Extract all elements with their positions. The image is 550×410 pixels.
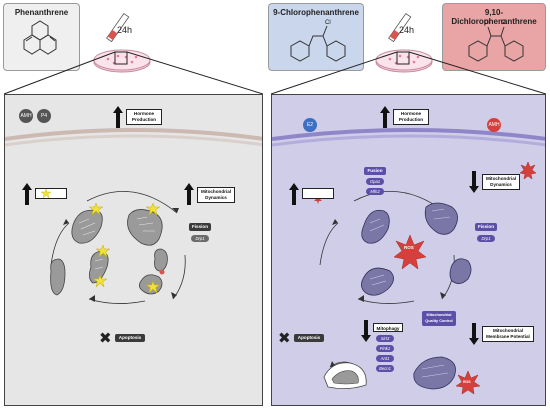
mitophagy-down-arrow-icon <box>361 320 371 342</box>
ros-box-label: ROS <box>324 192 332 196</box>
dichlorophenanthrene-structure-icon <box>468 26 524 62</box>
left-cell-membrane <box>5 128 262 304</box>
left-panel: AMH P4 Hormone Production Mitochondrial … <box>4 94 263 406</box>
ros-burst-small-top <box>519 161 537 180</box>
hormone-production-label: Hormone Production <box>126 109 162 125</box>
mitochondrion-shapes <box>50 209 168 296</box>
sirt3-gene-pill: Sirt3 <box>376 335 394 342</box>
p4-hormone-icon: P4 <box>37 109 51 123</box>
dynamics-up-arrow-icon <box>184 183 194 205</box>
phenanthrene-box: Phenanthrene <box>3 3 80 71</box>
ant1-gene-pill: Ant1 <box>376 355 394 362</box>
fission-label-right: Fission <box>475 223 497 231</box>
ros-box <box>302 188 334 199</box>
atp-up-arrow-icon <box>22 183 32 205</box>
mitochondrial-dynamics-label: Mitochondrial Dynamics <box>197 187 235 203</box>
mitochondrial-dynamics-label-right: Mitochondrial Dynamics <box>482 174 520 190</box>
ros-burst-center <box>393 234 427 270</box>
atp-burst-icon-4 <box>96 245 110 257</box>
quality-control-label: Mitochondrial Quality Control <box>422 311 456 326</box>
mfn2-gene-pill: Mfn2 <box>366 188 384 195</box>
atp-burst-icon-1 <box>41 189 51 198</box>
hormone-up-arrow-icon-right <box>380 106 390 128</box>
apoptosis-block-icon-right: ✖ <box>278 329 291 347</box>
dichlorophenanthrene-box: 9,10-Dichlorophenanthrene Cl Cl <box>442 3 546 71</box>
mitophagy-label: Mitophagy <box>373 323 403 332</box>
becn1-gene-pill: Becn1 <box>376 365 394 372</box>
dichloro-cl-label-2: Cl <box>501 20 507 26</box>
dichlorophenanthrene-title: 9,10-Dichlorophenanthrene <box>451 8 537 26</box>
amh-hormone-icon: AMH <box>19 109 33 123</box>
apoptosis-label: Apoptosis <box>115 334 145 342</box>
hormone-up-arrow-icon <box>113 106 123 128</box>
chloro-cl-label: Cl <box>325 20 331 26</box>
pink1-gene-pill: Pink1 <box>376 345 394 352</box>
right-cell-membrane <box>272 128 545 395</box>
phenanthrene-title: Phenanthrene <box>14 8 69 17</box>
atp-box <box>35 188 67 199</box>
dichloro-cl-label-1: Cl <box>484 20 490 26</box>
chlorophenanthrene-structure-icon <box>290 25 346 62</box>
chlorophenanthrene-title: 9-Chlorophenanthrene <box>273 8 359 17</box>
drp1-gene-pill-right: Drp1 <box>477 235 495 242</box>
apoptosis-block-icon: ✖ <box>99 329 112 347</box>
time-label-left: 24h <box>117 25 133 35</box>
fusion-label: Fusion <box>364 167 386 175</box>
chlorophenanthrene-box: 9-Chlorophenanthrene Cl <box>268 3 364 71</box>
right-panel: E2 AMH Hormone Production ROS Fusion Opa… <box>271 94 546 406</box>
drp1-gene-pill: Drp1 <box>191 235 209 242</box>
ros-bottom-label: ROS <box>463 380 471 384</box>
phenanthrene-structure-icon <box>23 20 57 55</box>
atp-burst-icon-2 <box>89 203 103 215</box>
dynamics-down-arrow-icon <box>469 171 479 193</box>
time-label-right: 24h <box>399 25 415 35</box>
atp-burst-icon-5 <box>93 275 107 287</box>
ros-burst-bottom <box>455 370 481 395</box>
fission-label: Fission <box>189 223 211 231</box>
amh-hormone-icon-right: AMH <box>487 118 501 132</box>
hormone-production-label-right: Hormone Production <box>393 109 429 125</box>
ros-center-label: ROS <box>404 245 414 250</box>
ros-up-arrow-icon <box>289 183 299 205</box>
opa1-gene-pill: Opa1 <box>366 178 384 185</box>
apoptosis-label-right: Apoptosis <box>294 334 324 342</box>
e2-hormone-icon: E2 <box>303 118 317 132</box>
membrane-potential-down-arrow-icon <box>469 323 479 345</box>
atp-burst-icon-6 <box>146 281 160 293</box>
membrane-potential-label: Mitochondrial Membrane Potential <box>482 326 534 342</box>
atp-burst-icon-3 <box>146 203 160 215</box>
